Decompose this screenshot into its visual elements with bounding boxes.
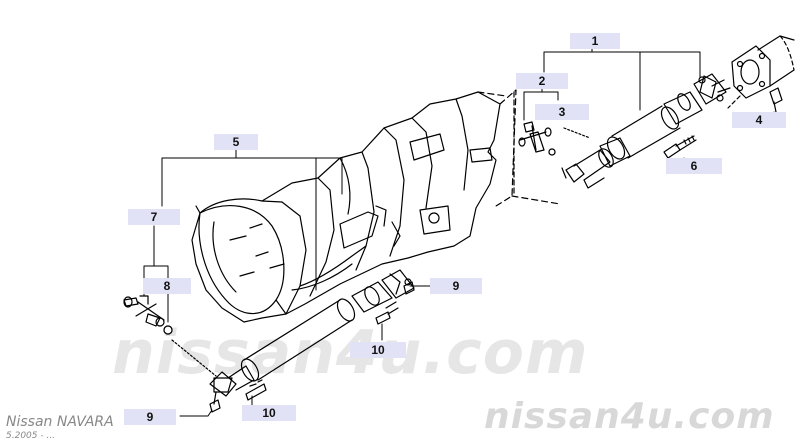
watermark-corner: nissan4u.com bbox=[484, 396, 775, 437]
rear-propeller-shaft bbox=[561, 73, 731, 189]
rear-flange bbox=[727, 35, 795, 113]
callout-8[interactable]: 8 bbox=[143, 278, 191, 294]
callout-7[interactable]: 7 bbox=[128, 209, 180, 225]
callout-6[interactable]: 6 bbox=[666, 158, 722, 174]
rear-bolt bbox=[663, 135, 697, 159]
production-date-range: 5.2005 - ... bbox=[6, 431, 56, 441]
front-fasteners bbox=[209, 281, 415, 413]
transmission-drawing bbox=[191, 89, 561, 323]
leader-lines bbox=[143, 47, 775, 417]
callout-10-middle[interactable]: 10 bbox=[350, 342, 406, 358]
callout-2[interactable]: 2 bbox=[516, 73, 568, 89]
rear-universal-joint-spider bbox=[513, 91, 591, 197]
callout-3[interactable]: 3 bbox=[535, 104, 589, 120]
callout-9-front[interactable]: 9 bbox=[124, 409, 176, 425]
callout-4[interactable]: 4 bbox=[732, 112, 786, 128]
model-name: Nissan NAVARA bbox=[6, 414, 114, 430]
callout-10-front[interactable]: 10 bbox=[242, 405, 296, 421]
watermark-center: nissan4u.com bbox=[112, 318, 588, 388]
washer-3 bbox=[548, 148, 556, 156]
callout-1[interactable]: 1 bbox=[570, 33, 620, 49]
washer-8 bbox=[163, 325, 173, 335]
front-universal-joint-spider bbox=[123, 295, 173, 335]
callout-9-rear[interactable]: 9 bbox=[430, 278, 482, 294]
callout-5[interactable]: 5 bbox=[214, 134, 258, 150]
